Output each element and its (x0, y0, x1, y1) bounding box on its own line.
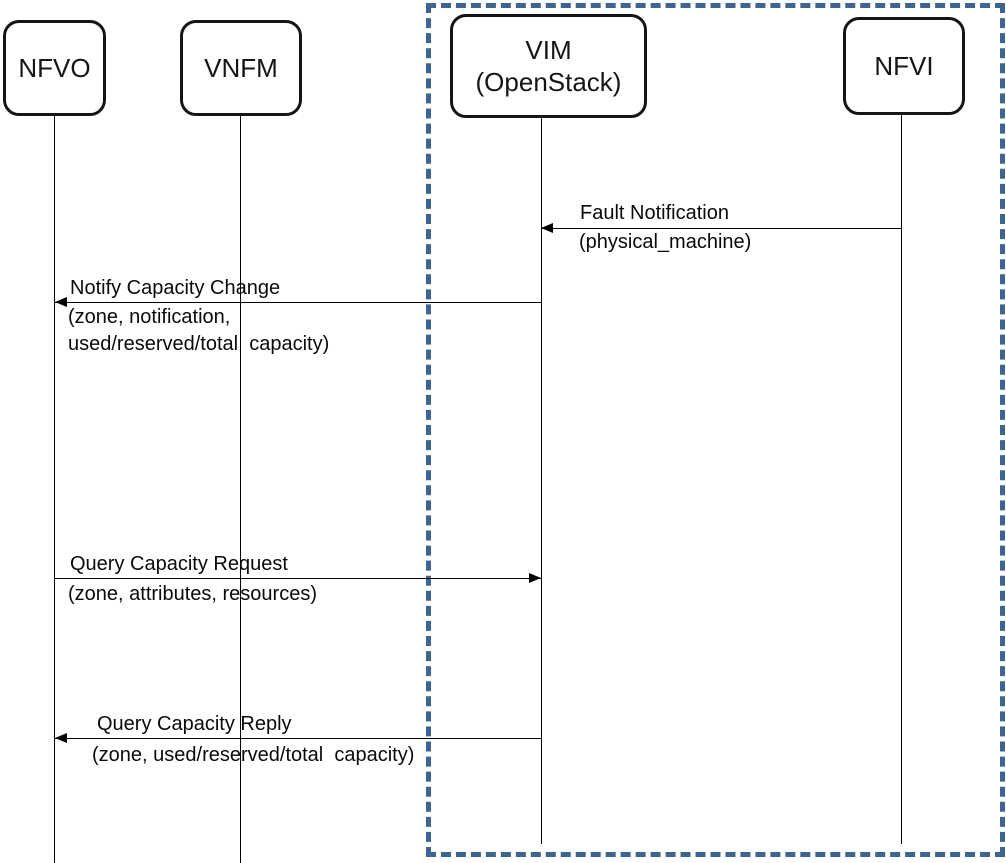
actor-vim-label-line2: (OpenStack) (475, 67, 622, 97)
message-query-capacity-request-label-line1: Query Capacity Request (70, 553, 288, 575)
message-notify-capacity-change-label-line2: (zone, notification, (68, 306, 231, 328)
actor-vnfm: VNFM (180, 20, 302, 116)
message-query-capacity-reply-label-line1: Query Capacity Reply (97, 713, 292, 735)
lifeline-nfvi (901, 114, 902, 844)
message-query-capacity-reply-arrowhead (55, 733, 67, 743)
lifeline-vnfm (240, 115, 241, 863)
message-query-capacity-reply-line (55, 738, 541, 739)
message-notify-capacity-change-label-line3: used/reserved/total capacity) (68, 333, 330, 355)
message-query-capacity-request-line (55, 578, 541, 579)
actor-nfvo: NFVO (3, 20, 106, 116)
actor-vim: VIM (OpenStack) (450, 14, 647, 118)
message-notify-capacity-change-label-line1: Notify Capacity Change (70, 277, 281, 299)
message-fault-notification-label-line2: (physical_machine) (579, 231, 752, 253)
actor-nfvi-label: NFVI (874, 50, 934, 81)
message-query-capacity-request-arrowhead (529, 573, 541, 583)
message-notify-capacity-change-arrowhead (55, 297, 67, 307)
actor-vim-label-line1: VIM (525, 34, 572, 65)
lifeline-nfvo (54, 115, 55, 863)
message-query-capacity-reply-label-line2: (zone, used/reserved/total capacity) (92, 744, 415, 766)
message-fault-notification-arrowhead (541, 223, 553, 233)
actor-vnfm-label: VNFM (204, 52, 278, 83)
message-notify-capacity-change-line (55, 302, 541, 303)
message-fault-notification-line (541, 228, 901, 229)
actor-nfvo-label: NFVO (18, 52, 91, 83)
actor-nfvi: NFVI (843, 17, 965, 115)
lifeline-vim (541, 117, 542, 844)
message-fault-notification-label-line1: Fault Notification (580, 202, 729, 224)
vim-nfvi-boundary-box (426, 3, 1005, 857)
message-query-capacity-request-label-line2: (zone, attributes, resources) (68, 583, 317, 605)
